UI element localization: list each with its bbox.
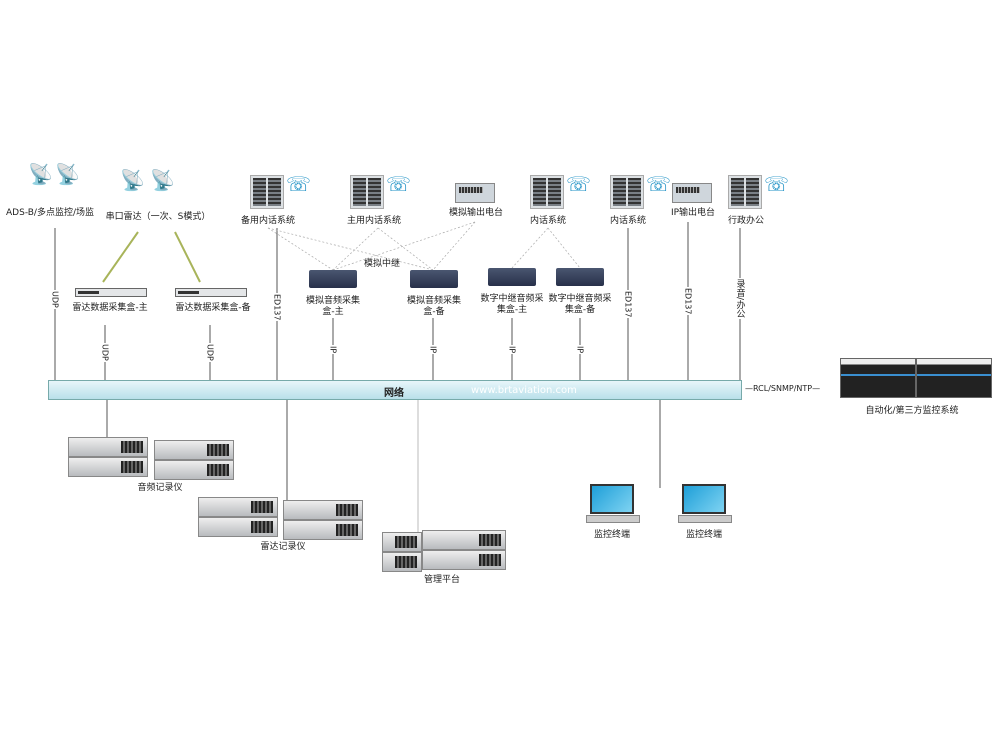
server-icon [68,437,148,457]
server-icon [422,550,506,570]
admin-label: 行政办公 [727,216,765,226]
server-icon [68,457,148,477]
server-icon [154,460,234,480]
link-label: UDP [100,343,110,362]
server-icon [198,497,278,517]
link-label: IP [507,345,517,355]
intercom1-label: 内话系统 [529,216,567,226]
digital-box-backup-label: 数字中继音频采集盒-备 [548,294,612,315]
audio-box-icon [556,268,604,286]
analog-box-backup-label: 模拟音频采集盒-备 [406,296,461,317]
link-label: ED137 [683,287,693,316]
satellite-dish-icon: 📡 [120,168,145,192]
link-label: ED137 [623,290,633,319]
link-label: IP [428,345,438,355]
server-icon [154,440,234,460]
server-icon [840,358,916,398]
phone-icon: ☏ [764,172,790,196]
server-icon [283,500,363,520]
phone-icon: ☏ [386,172,412,196]
phone-icon: ☏ [566,172,592,196]
satellite-dish-icon: 📡 [150,168,175,192]
audio-recorder-label: 音频记录仪 [137,483,183,493]
intercom-rack-icon [610,175,644,209]
intercom2-label: 内话系统 [609,216,647,226]
ip-radio-label: IP输出电台 [670,208,716,218]
link-label: IP [328,345,338,355]
watermark: www.brtaviation.com [471,385,577,396]
link-label: IP [575,345,585,355]
rcl-link-label: —RCL/SNMP/NTP— [745,384,821,393]
radar-box-main-icon [75,288,147,297]
link-label: UDP [50,290,60,309]
network-label: 网络 [384,388,404,399]
analog-box-main-label: 模拟音频采集盒-主 [305,296,360,317]
audio-box-icon [309,270,357,288]
radar-box-backup-label: 雷达数据采集盒-备 [175,303,251,313]
main-intercom-label: 主用内话系统 [346,216,402,226]
digital-box-main-label: 数字中继音频采集盒-主 [480,294,544,315]
server-icon [422,530,506,550]
serial-radar-label: 串口雷达（一次、S模式） [105,212,211,222]
network-bar: 网络 www.brtaviation.com [48,380,742,400]
third-party-label: 自动化/第三方监控系统 [865,406,959,416]
intercom-rack-icon [530,175,564,209]
satellite-dish-icon: 📡 [28,162,53,186]
analog-trunk-label: 模拟中继 [363,259,401,269]
laptop-icon [678,484,732,526]
satellite-dish-icon: 📡 [55,162,80,186]
server-icon [916,358,992,398]
intercom-rack-icon [250,175,284,209]
intercom-rack-icon [350,175,384,209]
phone-icon: ☏ [286,172,312,196]
server-icon [382,532,422,552]
audio-box-icon [410,270,458,288]
analog-radio-label: 模拟输出电台 [448,208,504,218]
radar-box-backup-icon [175,288,247,297]
server-icon [198,517,278,537]
radar-recorder-label: 雷达记录仪 [260,542,306,552]
mgmt-label: 管理平台 [423,575,461,585]
link-label: ED137 [272,293,282,322]
server-icon [283,520,363,540]
radio-icon [455,183,495,203]
laptop-icon [586,484,640,526]
monitor2-label: 监控终端 [685,530,723,540]
radar-box-main-label: 雷达数据采集盒-主 [72,303,148,313]
audio-box-icon [488,268,536,286]
link-label: UDP [205,343,215,362]
monitor1-label: 监控终端 [593,530,631,540]
radio-icon [672,183,712,203]
server-icon [382,552,422,572]
backup-intercom-label: 备用内话系统 [240,216,296,226]
adsb-label: ADS-B/多点监控/场监 [6,208,94,218]
link-label: 录音/办公 [733,278,747,320]
phone-icon: ☏ [646,172,672,196]
intercom-rack-icon [728,175,762,209]
